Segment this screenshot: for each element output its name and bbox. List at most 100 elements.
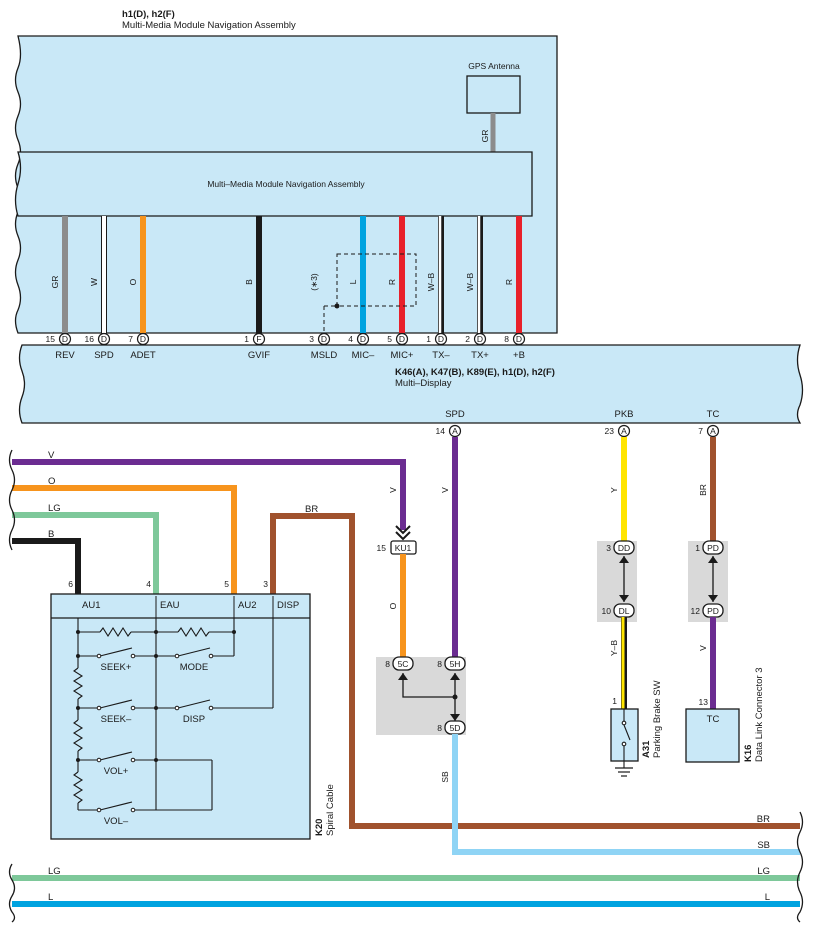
wire-label-o: O <box>48 476 55 487</box>
pin-tc: TC 7 A <box>698 409 719 438</box>
pin-mic-plus: 5 D MIC+ <box>387 332 414 361</box>
spiral-cable-box <box>50 593 311 840</box>
svg-text:4: 4 <box>146 579 151 589</box>
right-harness-edge <box>796 811 804 923</box>
spiral-cable-name: Spiral Cable <box>325 784 336 836</box>
wire-label-gvif: B <box>244 279 254 285</box>
svg-text:D: D <box>101 334 107 344</box>
svg-text:1: 1 <box>426 334 431 344</box>
nav-assembly-name: Multi-Media Module Navigation Assembly <box>122 20 296 31</box>
svg-text:8: 8 <box>437 659 442 669</box>
wire-label-spd: W <box>89 278 99 286</box>
pin-tx-plus: 2 D TX+ <box>465 332 489 361</box>
wire-label-tx-minus: W–B <box>426 272 436 291</box>
svg-text:1: 1 <box>244 334 249 344</box>
nav-assembly-code: h1(D), h2(F) <box>122 9 175 20</box>
svg-text:6: 6 <box>68 579 73 589</box>
svg-text:16: 16 <box>85 334 95 344</box>
wire-label-l-left: L <box>48 892 53 903</box>
ku1-chevron-icon <box>395 525 411 541</box>
svg-text:DL: DL <box>619 606 630 616</box>
wire-label-ku1-out: O <box>388 602 398 609</box>
wire-label-lg-left: LG <box>48 866 61 877</box>
svg-text:GVIF: GVIF <box>248 350 270 361</box>
pkb-sw-code: A31 <box>641 740 652 758</box>
spiral-pin-disp: 3 DISP <box>263 579 299 611</box>
wire-label-v: V <box>48 450 55 461</box>
svg-text:5: 5 <box>224 579 229 589</box>
spiral-pin-au2: 5 AU2 <box>224 579 256 611</box>
wire-label-rev: GR <box>50 276 60 289</box>
svg-text:D: D <box>140 334 146 344</box>
dlc-signal: TC <box>707 714 720 725</box>
wire-label-lg: LG <box>48 503 61 514</box>
junction-in-left: 8 5C <box>385 656 414 671</box>
dlc-name: Data Link Connector 3 <box>754 667 765 762</box>
dlc-box <box>685 708 740 763</box>
junction-out: 8 5D <box>437 720 466 735</box>
svg-text:DD: DD <box>618 543 630 553</box>
pin-mic-minus: 4 D MIC– <box>348 332 375 361</box>
tc-conn-bottom: 12 PD <box>691 603 724 618</box>
multi-display-panel <box>18 344 804 424</box>
wire-label-pkb-y: Y <box>609 487 619 493</box>
shield-box <box>336 253 417 307</box>
svg-text:3: 3 <box>309 334 314 344</box>
svg-text:8: 8 <box>437 723 442 733</box>
svg-text:EAU: EAU <box>160 600 180 611</box>
svg-text:MIC+: MIC+ <box>391 350 414 361</box>
svg-text:15: 15 <box>46 334 56 344</box>
junction-in-right: 8 5H <box>437 656 466 671</box>
svg-text:23: 23 <box>605 426 615 436</box>
pin-pkb: PKB 23 A <box>605 409 634 438</box>
pin-tx-minus: 1 D TX– <box>426 332 450 361</box>
svg-text:TX+: TX+ <box>471 350 489 361</box>
spiral-switch-contacts <box>96 653 214 813</box>
svg-text:AU2: AU2 <box>238 600 256 611</box>
svg-text:8: 8 <box>385 659 390 669</box>
svg-text:D: D <box>62 334 68 344</box>
switch-mode: MODE <box>180 662 209 673</box>
svg-text:A: A <box>710 426 716 436</box>
switch-vol-plus: VOL+ <box>104 766 129 777</box>
svg-text:PD: PD <box>707 606 719 616</box>
multi-display-name: Multi–Display <box>395 378 452 389</box>
svg-text:1: 1 <box>695 543 700 553</box>
svg-text:SPD: SPD <box>445 409 465 420</box>
wire-label-adet: O <box>128 278 138 285</box>
multi-display-codes: K46(A), K47(B), K89(E), h1(D), h2(F) <box>395 367 555 378</box>
wire-label-tx-plus: W–B <box>465 272 475 291</box>
gps-wire-label: GR <box>480 130 490 143</box>
pin-adet: 7 D ADET <box>128 332 156 361</box>
svg-text:3: 3 <box>263 579 268 589</box>
svg-text:AU1: AU1 <box>82 600 100 611</box>
wire-label-br-right: BR <box>757 814 770 825</box>
switch-seek-minus: SEEK– <box>101 714 132 725</box>
pin-spd-bottom: SPD 14 A <box>436 409 465 438</box>
shield-note: (∗3) <box>309 273 319 291</box>
svg-text:4: 4 <box>348 334 353 344</box>
pin-msld: 3 D MSLD <box>309 332 337 361</box>
bottom-harness-edge-left <box>8 863 16 923</box>
svg-text:D: D <box>477 334 483 344</box>
svg-text:D: D <box>399 334 405 344</box>
svg-text:D: D <box>360 334 366 344</box>
pin-plus-b: 8 D +B <box>504 332 526 361</box>
tc-conn-top: 1 PD <box>695 540 724 555</box>
wire-label-lg-right: LG <box>757 866 770 877</box>
left-harness-edge <box>8 449 16 551</box>
svg-text:5H: 5H <box>450 659 461 669</box>
dlc-code: K16 <box>743 745 754 762</box>
svg-text:5D: 5D <box>450 723 461 733</box>
svg-text:14: 14 <box>436 426 446 436</box>
pkb-conn-bottom: 10 DL <box>602 603 635 618</box>
svg-text:DISP: DISP <box>277 600 299 611</box>
svg-text:7: 7 <box>698 426 703 436</box>
svg-text:MIC–: MIC– <box>352 350 375 361</box>
svg-text:F: F <box>256 334 261 344</box>
svg-text:REV: REV <box>55 350 75 361</box>
ground-icon <box>615 767 633 777</box>
nav-inner-module <box>14 151 533 217</box>
spiral-junction-dots <box>76 630 236 762</box>
wire-label-mic-minus: L <box>348 279 358 284</box>
